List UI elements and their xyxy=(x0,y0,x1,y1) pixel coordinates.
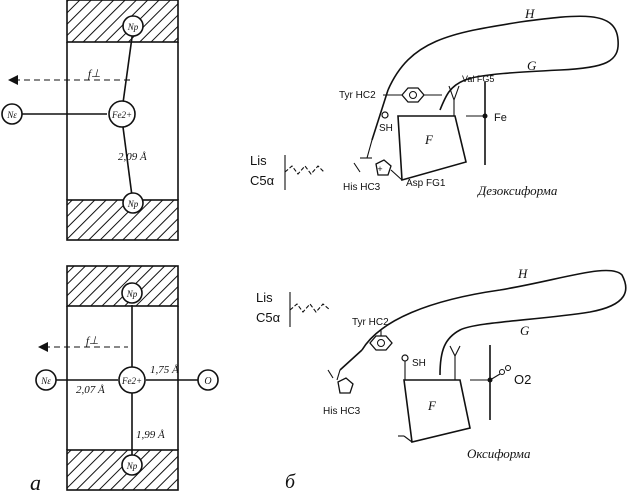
dist-left-label: 2,07 Å xyxy=(76,384,105,396)
ne-atom xyxy=(35,369,57,391)
force-arrowhead xyxy=(8,75,18,85)
his-chain xyxy=(366,139,373,159)
o-atom-2 xyxy=(505,365,511,371)
his-branch xyxy=(353,162,361,173)
heme-plane-top xyxy=(66,265,179,307)
his-label: His HC3 xyxy=(343,182,381,193)
panel-b-top: H G F Tyr HC2 Val FG5 Fe SH + His HC3 xyxy=(250,6,619,198)
o2-label: O2 xyxy=(514,372,531,387)
helix-h-g-loop xyxy=(387,15,619,111)
lis-label: Lis xyxy=(256,290,273,305)
his-asp-link xyxy=(390,169,403,181)
sh-label: SH xyxy=(412,358,426,369)
his-branch xyxy=(327,369,334,379)
o2-bond xyxy=(489,373,501,381)
force-label: f⊥ xyxy=(88,68,101,80)
fe-label: Fe xyxy=(494,112,507,124)
his-ring xyxy=(375,159,392,176)
o-label: O xyxy=(204,376,211,387)
helix-h-label: H xyxy=(524,6,535,21)
helix-f xyxy=(403,379,471,443)
lis-chain xyxy=(284,165,325,175)
asp-label: Asp FG1 xyxy=(406,178,446,189)
val-branch-2 xyxy=(453,85,460,101)
sh-atom xyxy=(401,354,409,362)
panel-b-bottom: H G F Tyr HC2 SH O2 His HC3 Li xyxy=(256,266,627,493)
his-ring xyxy=(337,377,354,394)
panel-a-top: f⊥ Np Fe2+ Nε Np 2,09 Å xyxy=(1,0,179,241)
bond-fe-np-bottom xyxy=(122,126,133,197)
state-label-deoxy: Дезоксиформа xyxy=(476,183,558,198)
state-label-oxy: Оксиформа xyxy=(467,446,531,461)
his-label: His HC3 xyxy=(323,406,361,417)
tyr-label: Tyr HC2 xyxy=(339,90,376,101)
ne-label: Nε xyxy=(6,110,17,120)
his-charge: + xyxy=(377,164,382,174)
fe-atom xyxy=(118,366,146,394)
distance-label: 2,09 Å xyxy=(118,151,147,163)
tyr-ring xyxy=(401,87,425,103)
c5a-label: C5α xyxy=(256,310,281,325)
force-label: f⊥ xyxy=(86,335,99,347)
his-f-link xyxy=(403,435,413,443)
helix-f xyxy=(397,115,467,182)
helix-g-label: G xyxy=(527,58,537,73)
panel-label-a: а xyxy=(30,470,41,495)
tyr-ring-inner xyxy=(377,339,385,347)
helix-h-g-loop xyxy=(361,269,627,376)
np-bottom-atom xyxy=(121,454,143,476)
sh-label: SH xyxy=(379,123,393,134)
panel-label-b: б xyxy=(285,471,296,493)
c5a-label: C5α xyxy=(250,173,275,188)
val-label: Val FG5 xyxy=(462,74,494,84)
helix-f-label: F xyxy=(427,398,437,413)
his-chain xyxy=(336,369,341,381)
bond-np-fe-top xyxy=(122,29,134,104)
panel-a-bottom: f⊥ Np Fe2+ Nε O Np 2,07 Å 1,75 Å 1,99 Å … xyxy=(30,265,219,495)
val-branch-2 xyxy=(454,345,461,357)
np-bottom-label: Np xyxy=(127,199,139,209)
helix-g-label: G xyxy=(520,323,530,338)
sh-atom xyxy=(381,111,389,119)
fe-atom xyxy=(482,113,488,119)
lis-chain xyxy=(289,303,331,313)
heme-plane-top xyxy=(66,0,179,43)
heme-plane-bottom xyxy=(66,199,179,241)
fe-label: Fe2+ xyxy=(111,110,132,120)
ne-label: Nε xyxy=(40,376,51,386)
force-arrowhead xyxy=(38,342,48,352)
fe-label: Fe2+ xyxy=(121,376,142,386)
lis-label: Lis xyxy=(250,153,267,168)
np-top-label: Np xyxy=(127,22,139,32)
tyr-ring xyxy=(369,335,393,351)
fe-atom xyxy=(108,100,136,128)
tyr-ring-inner xyxy=(409,91,417,99)
dist-right-label: 1,75 Å xyxy=(150,364,179,376)
helix-h-label: H xyxy=(517,266,528,281)
dist-down-label: 1,99 Å xyxy=(136,429,165,441)
o-atom xyxy=(197,369,219,391)
helix-h-lower xyxy=(371,89,389,141)
np-bottom-atom xyxy=(122,192,144,214)
val-branch-1 xyxy=(449,345,456,357)
val-branch-1 xyxy=(448,85,455,101)
np-top-label: Np xyxy=(126,289,138,299)
helix-h-lower xyxy=(339,349,363,371)
ne-atom xyxy=(1,103,23,125)
helix-f-label: F xyxy=(424,132,434,147)
tyr-label: Tyr HC2 xyxy=(352,317,389,328)
np-top-atom xyxy=(121,282,143,304)
o-atom-1 xyxy=(499,369,505,375)
np-top-atom xyxy=(122,15,144,37)
np-bottom-label: Np xyxy=(126,461,138,471)
